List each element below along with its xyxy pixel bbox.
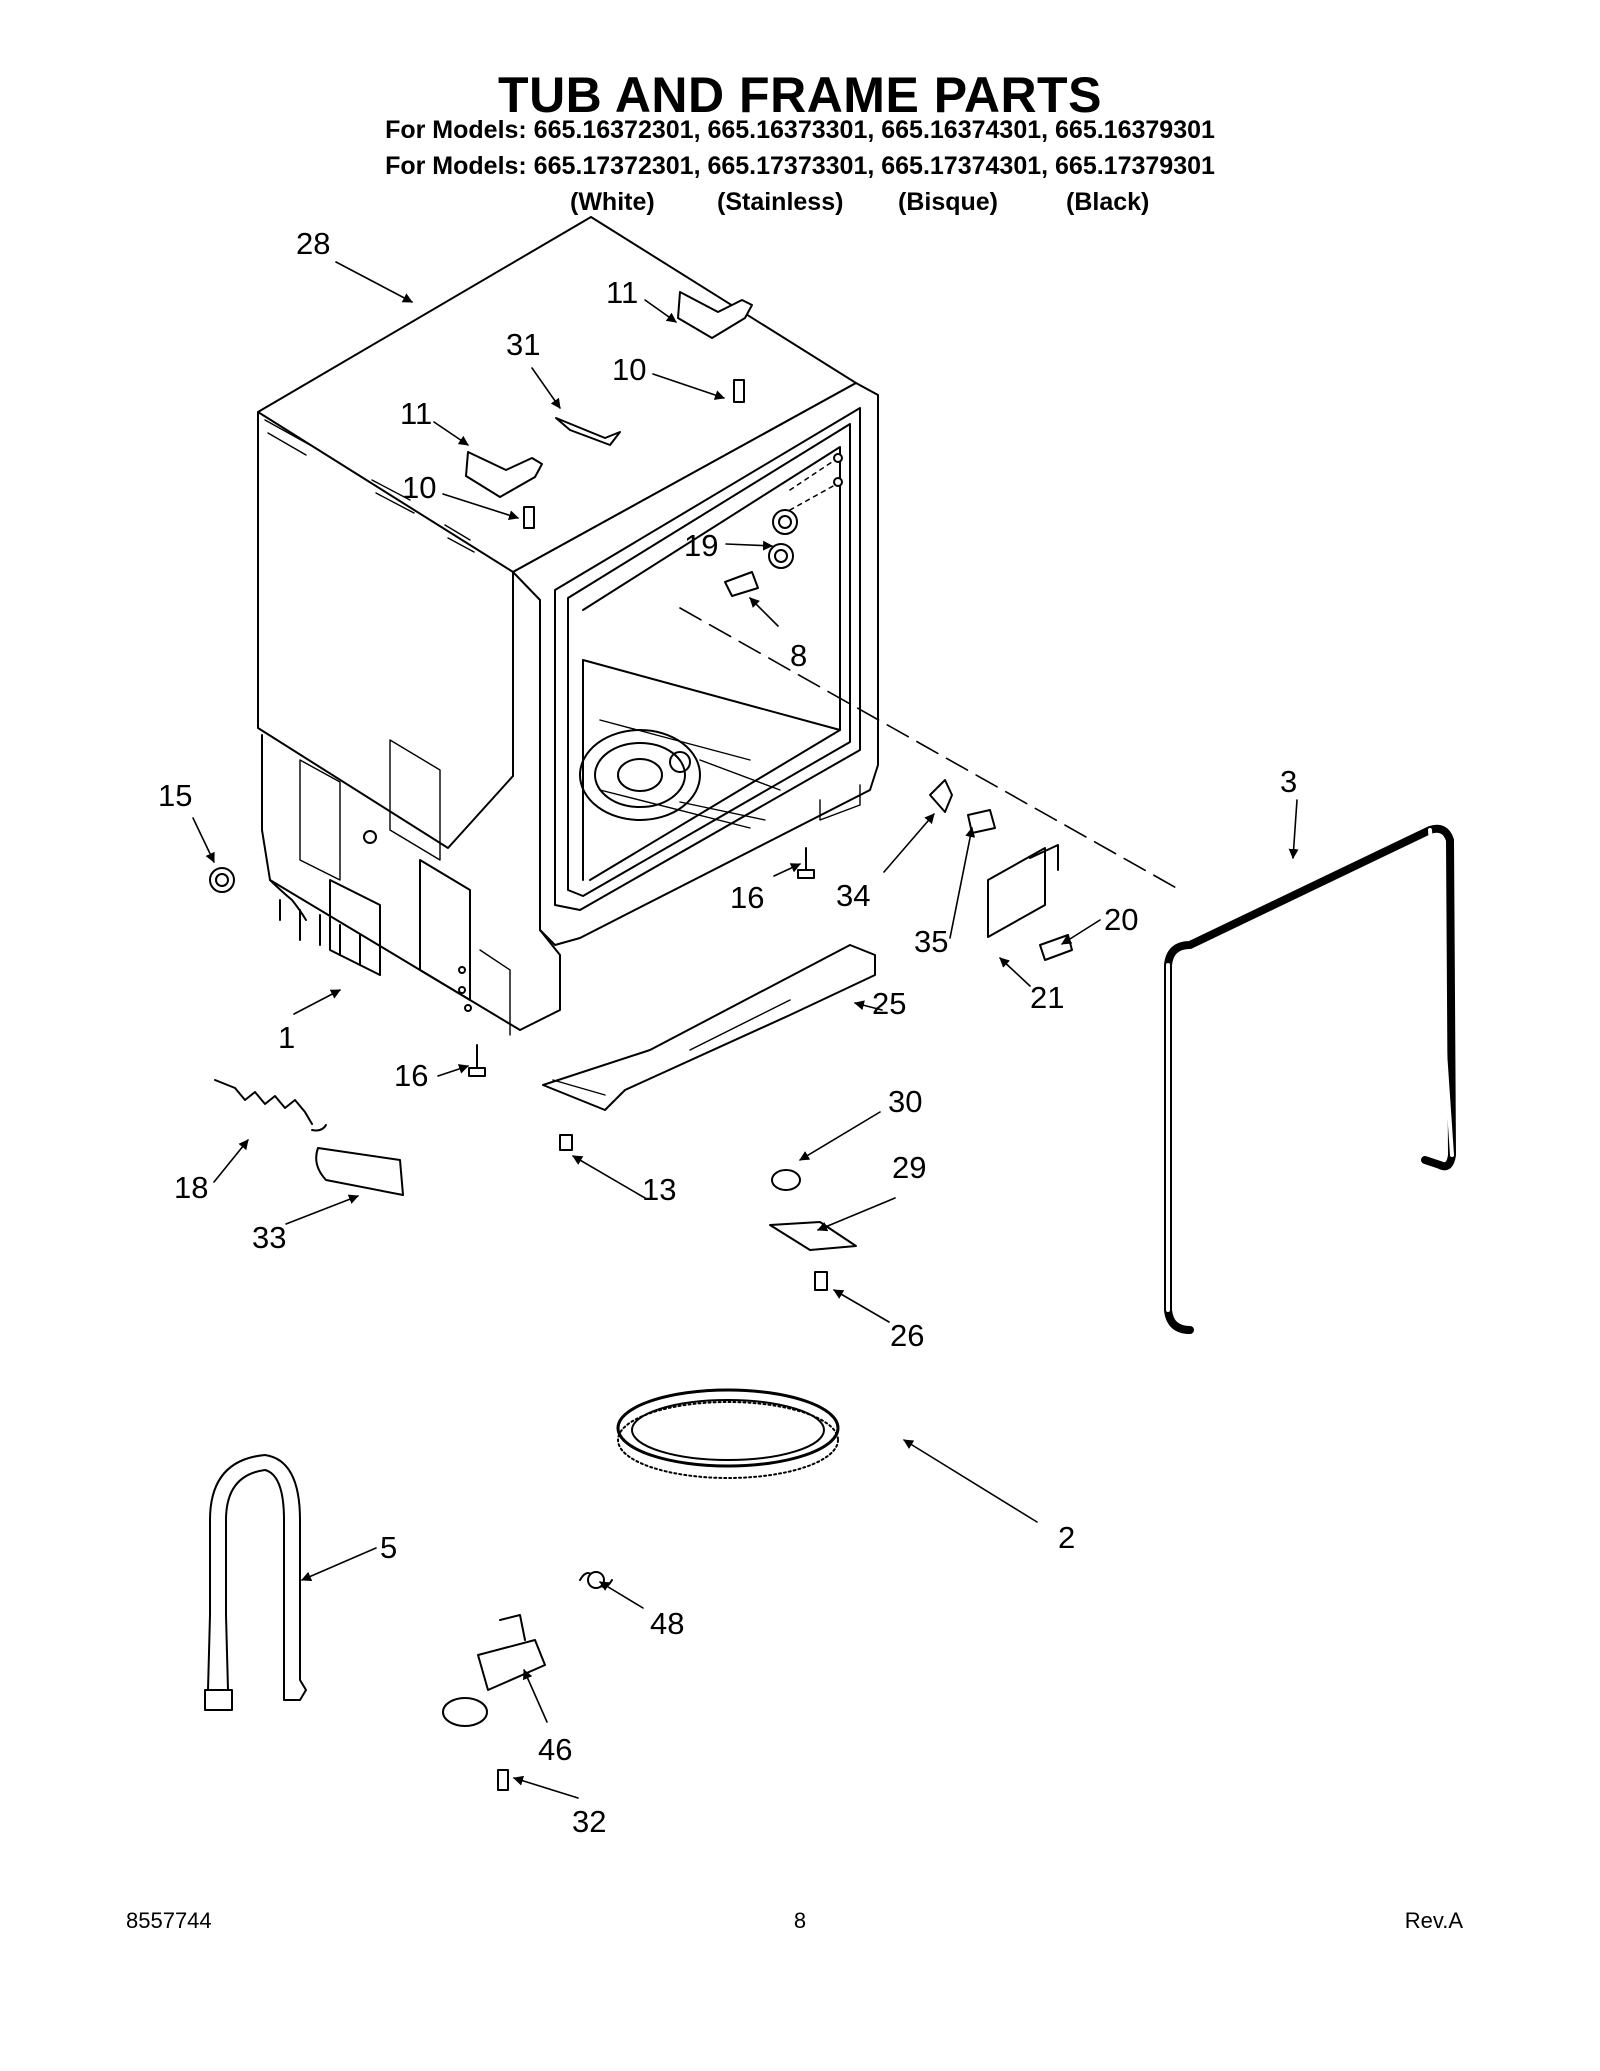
callout-18: 18 xyxy=(174,1170,208,1205)
finish-bisque: (Bisque) xyxy=(898,188,998,216)
thermostat xyxy=(771,1169,801,1191)
callout-35: 35 xyxy=(914,924,948,959)
mounting-bracket-rear xyxy=(677,291,753,339)
drain-hose xyxy=(209,1454,301,1681)
callout-25: 25 xyxy=(872,986,906,1021)
callout-3: 3 xyxy=(1280,764,1297,799)
finish-black: (Black) xyxy=(1066,188,1150,216)
callout-30: 30 xyxy=(888,1084,922,1119)
callout-11-rear: 11 xyxy=(606,275,638,310)
callout-26: 26 xyxy=(890,1318,924,1353)
callout-1: 1 xyxy=(278,1020,295,1055)
callout-13: 13 xyxy=(642,1172,676,1207)
page-title: TUB AND FRAME PARTS xyxy=(498,67,1102,123)
callout-10-rear: 10 xyxy=(612,352,646,387)
leveling-leg-rear xyxy=(797,847,815,879)
skirt-screw xyxy=(559,1134,573,1151)
callout-32: 32 xyxy=(572,1804,606,1839)
document-number: 8557744 xyxy=(126,1908,212,1933)
callout-5: 5 xyxy=(380,1530,397,1565)
callout-19: 19 xyxy=(684,528,718,563)
callout-31: 31 xyxy=(506,327,540,362)
callout-34: 34 xyxy=(836,878,870,913)
callout-28: 28 xyxy=(296,226,330,261)
door-gasket xyxy=(1164,824,1456,1334)
callout-15: 15 xyxy=(158,778,192,813)
leveling-leg-front xyxy=(468,1044,486,1077)
callout-leaders xyxy=(192,261,1299,1799)
finish-white: (White) xyxy=(570,188,655,216)
valve-screw xyxy=(497,1769,509,1791)
door-hinge-bracket xyxy=(987,847,1046,938)
mounting-bracket-front xyxy=(465,451,543,498)
callout-33: 33 xyxy=(252,1220,286,1255)
water-inlet-valve xyxy=(477,1639,546,1691)
tub-assembly xyxy=(257,216,879,1036)
callout-48: 48 xyxy=(650,1606,684,1641)
bracket-screw-front xyxy=(523,506,535,529)
callout-21: 21 xyxy=(1030,980,1064,1015)
callout-16-rear: 16 xyxy=(730,880,764,915)
tub-rollers xyxy=(768,509,798,569)
page-number: 8 xyxy=(793,1908,807,1933)
top-clip xyxy=(555,417,621,446)
revision-label: Rev.A xyxy=(1404,1908,1463,1933)
models-line-2: For Models: 665.17372301, 665.17373301, … xyxy=(385,152,1215,180)
door-spring xyxy=(214,1079,313,1125)
finish-stainless: (Stainless) xyxy=(717,188,844,216)
thermostat-screw xyxy=(814,1271,828,1291)
callout-2: 2 xyxy=(1058,1520,1075,1555)
callout-46: 46 xyxy=(538,1732,572,1767)
callout-16-front: 16 xyxy=(394,1058,428,1093)
callout-29: 29 xyxy=(892,1150,926,1185)
sump-gasket xyxy=(616,1388,840,1479)
door-pad xyxy=(315,1147,404,1196)
front-skirt-panel xyxy=(542,944,876,1111)
drain-plug xyxy=(209,867,235,893)
models-line-1: For Models: 665.16372301, 665.16373301, … xyxy=(385,116,1215,144)
callout-8: 8 xyxy=(790,638,807,673)
vent-part xyxy=(929,779,953,813)
roller-screw xyxy=(724,571,759,597)
callout-20: 20 xyxy=(1104,902,1138,937)
hinge-screw xyxy=(1039,934,1073,961)
callout-labels: 28 11 31 10 11 10 19 8 15 3 16 34 35 20 … xyxy=(158,226,1297,1839)
thermostat-bracket xyxy=(769,1221,857,1251)
bracket-screw-rear xyxy=(733,379,745,403)
callout-11-front: 11 xyxy=(400,396,432,431)
callout-10-front: 10 xyxy=(402,470,436,505)
